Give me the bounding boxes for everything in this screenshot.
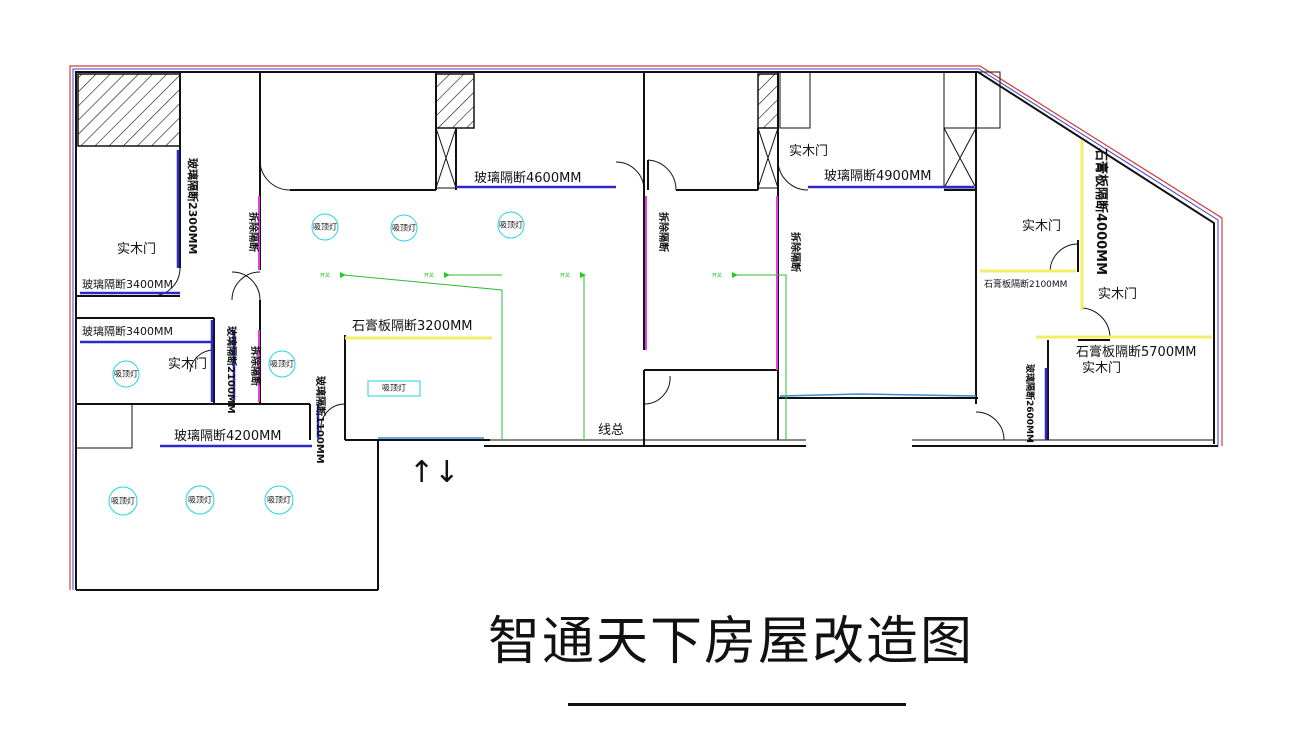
- label-main-line: 线总: [598, 423, 624, 438]
- label-glass-4900: 玻璃隔断4900MM: [824, 169, 932, 184]
- page-title: 智通天下房屋改造图: [488, 612, 975, 672]
- label-door-1: 实木门: [117, 242, 156, 257]
- svg-text:吸顶灯: 吸顶灯: [267, 495, 291, 505]
- ceiling-lamp-icon: 吸顶灯: [185, 485, 215, 515]
- svg-text:吸顶灯: 吸顶灯: [270, 359, 294, 369]
- label-glass-2300: 玻璃隔断2300MM: [186, 158, 200, 255]
- switch-icon: [732, 272, 738, 278]
- switches: 开关 开关 开关 开关: [320, 272, 738, 279]
- label-glass-1100: 玻璃隔断1100MM: [314, 376, 327, 464]
- label-gypsum-3200: 石膏板隔断3200MM: [352, 318, 473, 334]
- svg-text:吸顶灯: 吸顶灯: [499, 220, 523, 230]
- ceiling-lamps: 吸顶灯 吸顶灯 吸顶灯 吸顶灯 吸顶灯 吸顶灯 吸顶灯 吸顶灯 吸顶灯: [108, 211, 525, 516]
- label-glass-3400-a: 玻璃隔断3400MM: [82, 277, 173, 291]
- glass-partitions: [80, 150, 1048, 448]
- switch-icon: [580, 272, 586, 278]
- svg-text:吸顶灯: 吸顶灯: [382, 383, 406, 393]
- ceiling-lamp-icon: 吸顶灯: [311, 213, 339, 241]
- svg-text:吸顶灯: 吸顶灯: [392, 223, 416, 233]
- vertical-labels: 玻璃隔断2300MM 玻璃隔断2100MM 玻璃隔断1100MM 玻璃隔断260…: [186, 147, 1109, 464]
- label-door-5: 实木门: [1098, 287, 1137, 302]
- switch-label: 开关: [560, 272, 570, 279]
- label-door-3: 实木门: [789, 144, 828, 159]
- svg-text:吸顶灯: 吸顶灯: [313, 222, 337, 232]
- label-demolish-2: 拆除隔断: [249, 346, 262, 386]
- label-door-4: 实木门: [1022, 219, 1061, 234]
- ceiling-lamp-icon: 吸顶灯: [367, 380, 421, 397]
- svg-text:吸顶灯: 吸顶灯: [111, 496, 135, 506]
- pipes: [378, 393, 977, 439]
- ceiling-lamp-icon: 吸顶灯: [497, 211, 525, 239]
- switch-icon: [444, 272, 450, 278]
- label-glass-2100: 玻璃隔断2100MM: [225, 326, 238, 414]
- switch-label: 开关: [712, 272, 722, 279]
- label-demolish-3: 拆除隔断: [657, 212, 670, 252]
- label-door-2: 实木门: [168, 357, 207, 372]
- label-demolish-1: 拆除隔断: [247, 212, 260, 252]
- hatched-columns: [77, 73, 779, 147]
- gypsum-partitions: [345, 140, 1212, 340]
- switch-label: 开关: [424, 272, 434, 279]
- label-gypsum-5700: 石膏板隔断5700MM: [1076, 344, 1197, 360]
- ceiling-lamp-icon: 吸顶灯: [112, 360, 140, 388]
- shaft-boxes: [435, 127, 977, 189]
- label-door-6: 实木门: [1082, 361, 1121, 376]
- label-glass-3400-b: 玻璃隔断3400MM: [82, 324, 173, 338]
- label-arrows: ↑↓: [409, 455, 459, 490]
- label-glass-4600: 玻璃隔断4600MM: [474, 171, 582, 186]
- svg-text:吸顶灯: 吸顶灯: [114, 369, 138, 379]
- ceiling-lamp-icon: 吸顶灯: [264, 485, 294, 515]
- label-demolish-4: 拆除隔断: [789, 232, 802, 272]
- ceiling-lamp-icon: 吸顶灯: [390, 214, 418, 242]
- switch-label: 开关: [320, 272, 330, 279]
- title-underline: [568, 703, 906, 706]
- ceiling-lamp-icon: 吸顶灯: [108, 486, 138, 516]
- doors: [151, 159, 1111, 441]
- partition-labels: 玻璃隔断4600MM 玻璃隔断4900MM 玻璃隔断3400MM 玻璃隔断340…: [82, 169, 1197, 490]
- demolish-partitions: [258, 196, 778, 402]
- label-gypsum-4000: 石膏板隔断4000MM: [1093, 147, 1109, 275]
- wiring: [343, 274, 787, 440]
- switch-icon: [340, 272, 346, 278]
- label-glass-4200: 玻璃隔断4200MM: [174, 429, 282, 444]
- label-gypsum-2100: 石膏板隔断2100MM: [984, 278, 1067, 290]
- ceiling-lamp-icon: 吸顶灯: [268, 350, 296, 378]
- svg-text:吸顶灯: 吸顶灯: [188, 495, 212, 505]
- label-glass-2600: 玻璃隔断2600MM: [1024, 364, 1036, 443]
- door-labels: 实木门 实木门 实木门 实木门 实木门 实木门: [117, 144, 1137, 376]
